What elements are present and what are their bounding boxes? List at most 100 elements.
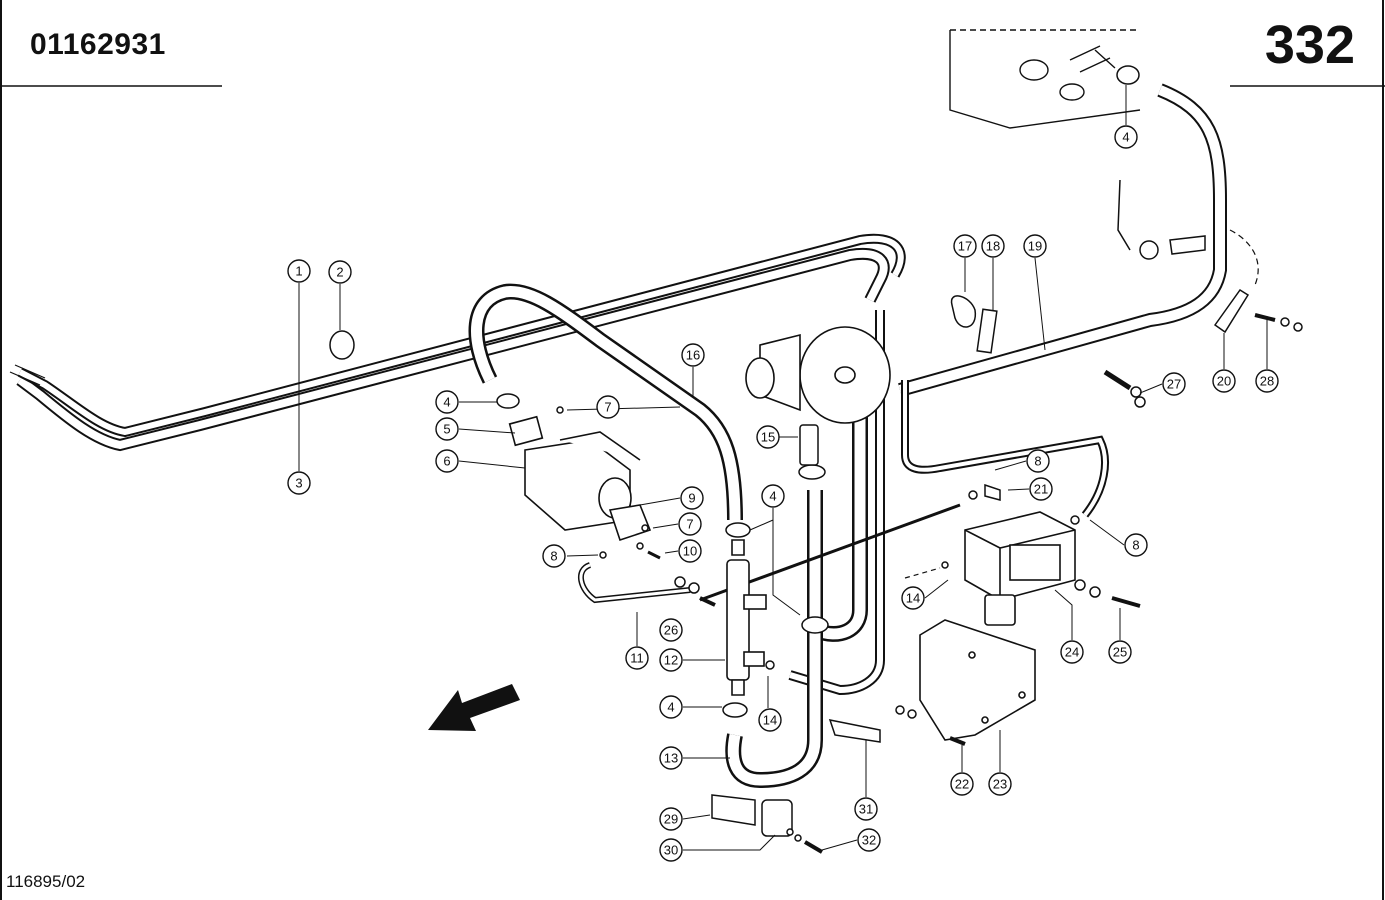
callout-circle [596,395,620,419]
callout-circle [435,417,459,441]
callout-8[interactable]: 8 [1026,449,1050,473]
callout-4[interactable]: 4 [435,390,459,414]
callout-circle [287,471,311,495]
callout-label: 2 [336,265,343,280]
callout-circle [901,586,925,610]
callout-14[interactable]: 14 [901,586,925,610]
callout-17[interactable]: 17 [953,234,977,258]
callout-label: 10 [683,544,697,559]
callout-label: 29 [664,812,678,827]
callout-18[interactable]: 18 [981,234,1005,258]
callout-32[interactable]: 32 [857,828,881,852]
callout-2[interactable]: 2 [328,260,352,284]
callout-circle [1124,533,1148,557]
callout-26[interactable]: 26 [659,618,683,642]
callout-circle [950,772,974,796]
callout-circle [659,648,683,672]
callout-3[interactable]: 3 [287,471,311,495]
callout-circle [1212,369,1236,393]
mounting-plate [919,619,1036,741]
callout-label: 14 [763,713,777,728]
hose-16 [468,283,743,521]
callout-19[interactable]: 19 [1023,234,1047,258]
callout-4[interactable]: 4 [1114,125,1138,149]
callout-label: 8 [1034,454,1041,469]
callout-13[interactable]: 13 [659,746,683,770]
callout-9[interactable]: 9 [680,486,704,510]
callout-21[interactable]: 21 [1029,477,1053,501]
page-number: 332 [1264,15,1355,75]
callout-4[interactable]: 4 [761,484,785,508]
callout-label: 28 [1260,374,1274,389]
callout-label: 31 [859,802,873,817]
callout-label: 11 [630,651,644,666]
callout-label: 17 [958,239,972,254]
callout-25[interactable]: 25 [1108,640,1132,664]
callout-label: 5 [443,422,450,437]
callout-circle [854,797,878,821]
callout-label: 4 [443,395,450,410]
callout-24[interactable]: 24 [1060,640,1084,664]
callout-7[interactable]: 7 [596,395,620,419]
callout-28[interactable]: 28 [1255,369,1279,393]
callout-label: 20 [1217,374,1231,389]
callout-label: 25 [1113,645,1127,660]
callout-10[interactable]: 10 [678,539,702,563]
arrow-icon [428,684,520,731]
small-parts [329,65,1303,854]
callout-23[interactable]: 23 [988,772,1012,796]
callout-31[interactable]: 31 [854,797,878,821]
callout-label: 1 [295,264,302,279]
callout-label: 22 [955,777,969,792]
callout-29[interactable]: 29 [659,807,683,831]
callout-circle [761,484,785,508]
callout-label: 3 [295,476,302,491]
callout-circle [1023,234,1047,258]
callout-12[interactable]: 12 [659,648,683,672]
callout-label: 21 [1034,482,1048,497]
callout-7[interactable]: 7 [678,512,702,536]
valve-block [964,511,1076,626]
callout-16[interactable]: 16 [681,343,705,367]
callout-15[interactable]: 15 [756,425,780,449]
callout-4[interactable]: 4 [659,695,683,719]
part-number: 01162931 [30,28,166,61]
callout-label: 4 [769,489,776,504]
callout-circle [756,425,780,449]
callout-1[interactable]: 1 [287,259,311,283]
callout-label: 15 [761,430,775,445]
callout-8[interactable]: 8 [1124,533,1148,557]
callout-30[interactable]: 30 [659,838,683,862]
callout-11[interactable]: 11 [625,646,649,670]
callout-label: 27 [1167,377,1181,392]
callout-22[interactable]: 22 [950,772,974,796]
callout-label: 14 [906,591,920,606]
pump-body [508,415,652,542]
callout-label: 26 [664,623,678,638]
callout-circle [1255,369,1279,393]
callout-circle [659,838,683,862]
callout-label: 13 [664,751,678,766]
callout-label: 6 [443,454,450,469]
callout-6[interactable]: 6 [435,449,459,473]
callout-label: 7 [604,400,611,415]
callout-circle [681,343,705,367]
filter-housing [745,326,891,424]
callout-circle [659,618,683,642]
leader-lines [298,85,1268,851]
callout-label: 4 [1122,130,1129,145]
callout-circle [988,772,1012,796]
callout-label: 24 [1065,645,1079,660]
callout-circle [953,234,977,258]
callout-8[interactable]: 8 [542,544,566,568]
callout-label: 32 [862,833,876,848]
callout-14[interactable]: 14 [758,708,782,732]
callout-27[interactable]: 27 [1162,372,1186,396]
callout-circle [680,486,704,510]
vertical-pipes [725,310,1109,789]
callout-label: 18 [986,239,1000,254]
callout-5[interactable]: 5 [435,417,459,441]
callout-20[interactable]: 20 [1212,369,1236,393]
